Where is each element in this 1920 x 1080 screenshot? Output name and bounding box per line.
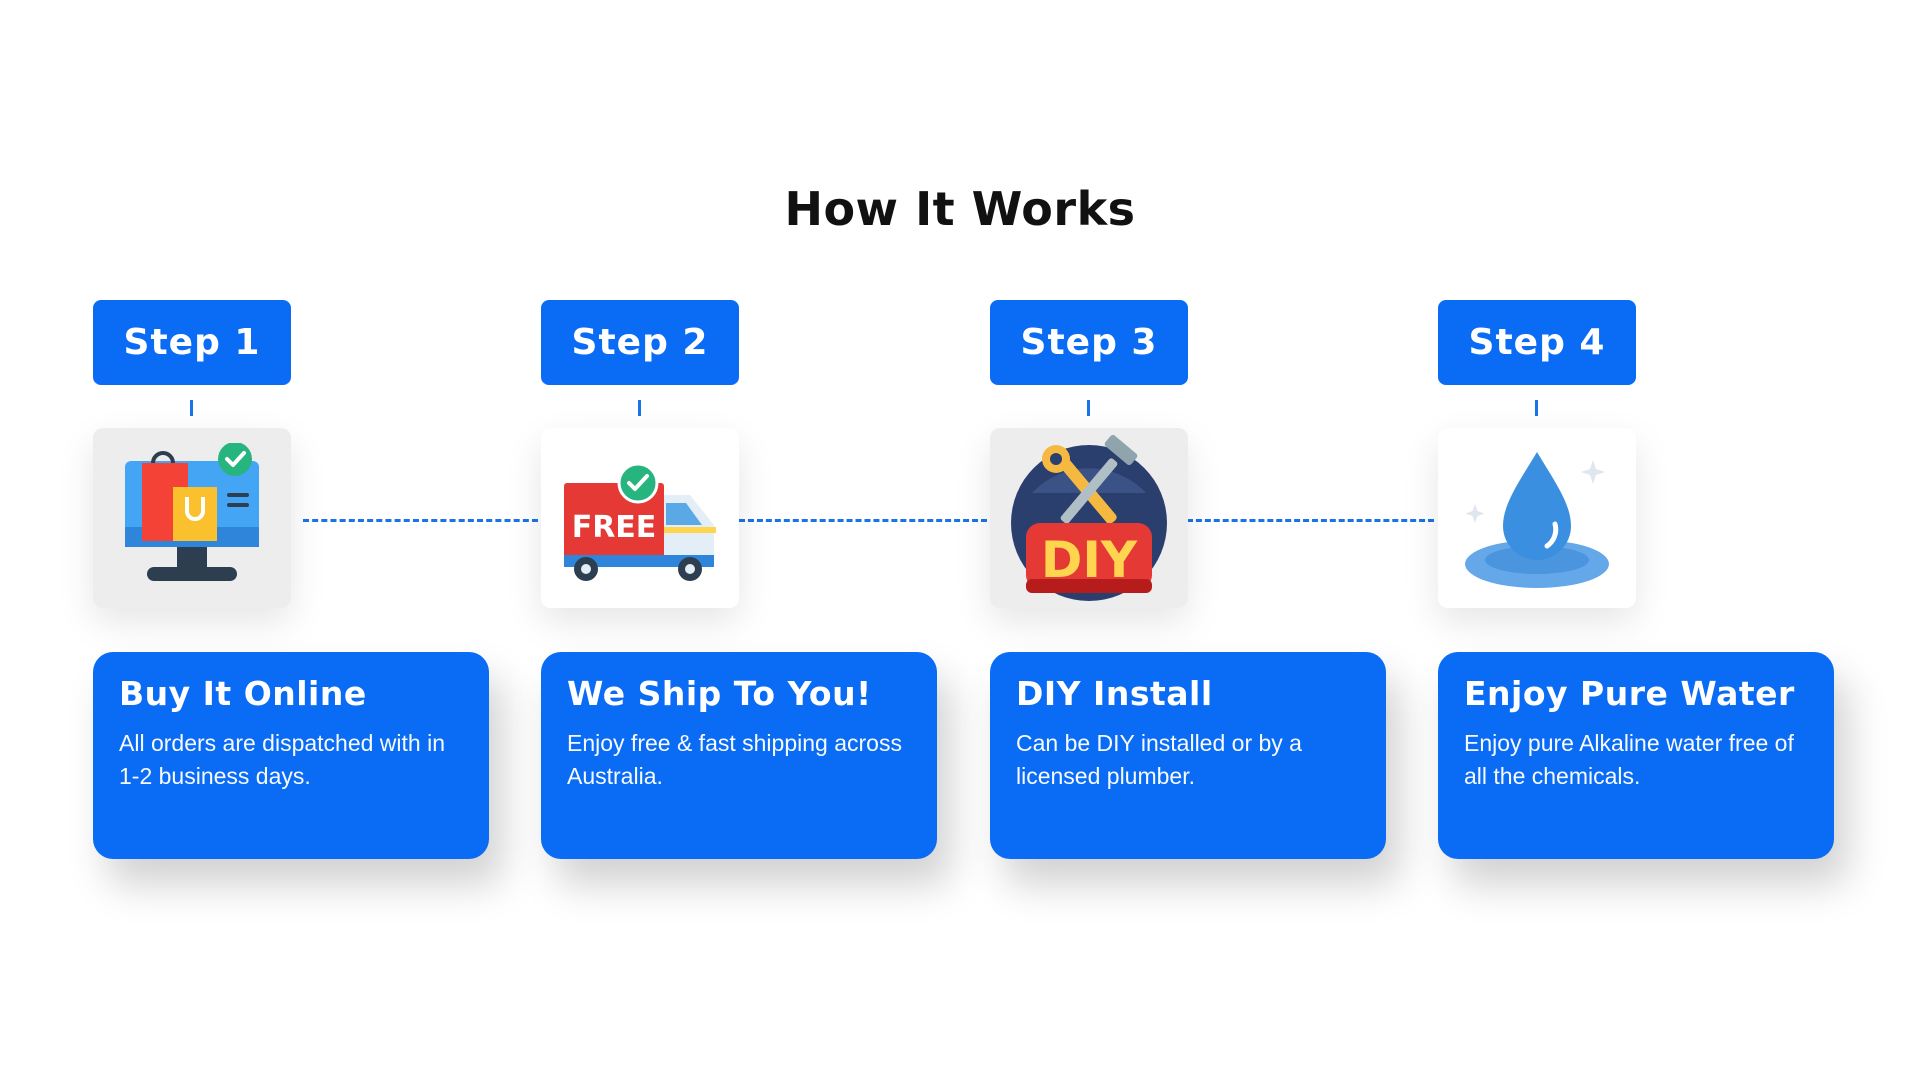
- step-badge: Step 1: [93, 300, 291, 385]
- step-4: Step 4 Enjoy Pure Water Enjoy pure Alkal…: [1438, 300, 1920, 880]
- step-icon-card: DIY: [990, 428, 1188, 608]
- step-description: Enjoy pure Alkaline water free of all th…: [1464, 730, 1794, 789]
- step-connector-line: [739, 519, 987, 522]
- water-drop-icon: [1465, 452, 1609, 588]
- step-title: Enjoy Pure Water: [1464, 674, 1795, 713]
- step-info-card: We Ship To You! Enjoy free & fast shippi…: [541, 652, 937, 859]
- page-title: How It Works: [784, 182, 1136, 236]
- truck-label: FREE: [572, 510, 657, 545]
- computer-shopping-bag-icon: [125, 443, 259, 581]
- step-badge: Step 4: [1438, 300, 1636, 385]
- badge-tick: [190, 400, 193, 416]
- step-description: Enjoy free & fast shipping across Austra…: [567, 730, 902, 789]
- step-info-card: Buy It Online All orders are dispatched …: [93, 652, 489, 859]
- step-title: DIY Install: [1016, 674, 1213, 713]
- step-3: Step 3 DIY DIY Install Can be DIY instal…: [990, 300, 1550, 880]
- step-1: Step 1 Buy It Online All orders are disp…: [93, 300, 653, 880]
- step-connector-line: [1187, 519, 1434, 522]
- badge-tick: [1087, 400, 1090, 416]
- step-badge: Step 3: [990, 300, 1188, 385]
- step-description: All orders are dispatched with in 1-2 bu…: [119, 730, 445, 789]
- badge-tick: [1535, 400, 1538, 416]
- step-info-card: DIY Install Can be DIY installed or by a…: [990, 652, 1386, 859]
- step-connector-line: [303, 519, 538, 522]
- step-title: Buy It Online: [119, 674, 367, 713]
- free-delivery-truck-icon: FREE: [564, 462, 716, 581]
- step-2: Step 2 FREE We Ship To You! Enjoy free &…: [541, 300, 1101, 880]
- step-icon-card: [93, 428, 291, 608]
- step-icon-card: [1438, 428, 1636, 608]
- diy-tools-icon: DIY: [1011, 434, 1167, 601]
- step-badge: Step 2: [541, 300, 739, 385]
- step-description: Can be DIY installed or by a licensed pl…: [1016, 730, 1302, 789]
- step-info-card: Enjoy Pure Water Enjoy pure Alkaline wat…: [1438, 652, 1834, 859]
- step-icon-card: FREE: [541, 428, 739, 608]
- diy-label: DIY: [1041, 531, 1138, 589]
- step-title: We Ship To You!: [567, 674, 872, 713]
- badge-tick: [638, 400, 641, 416]
